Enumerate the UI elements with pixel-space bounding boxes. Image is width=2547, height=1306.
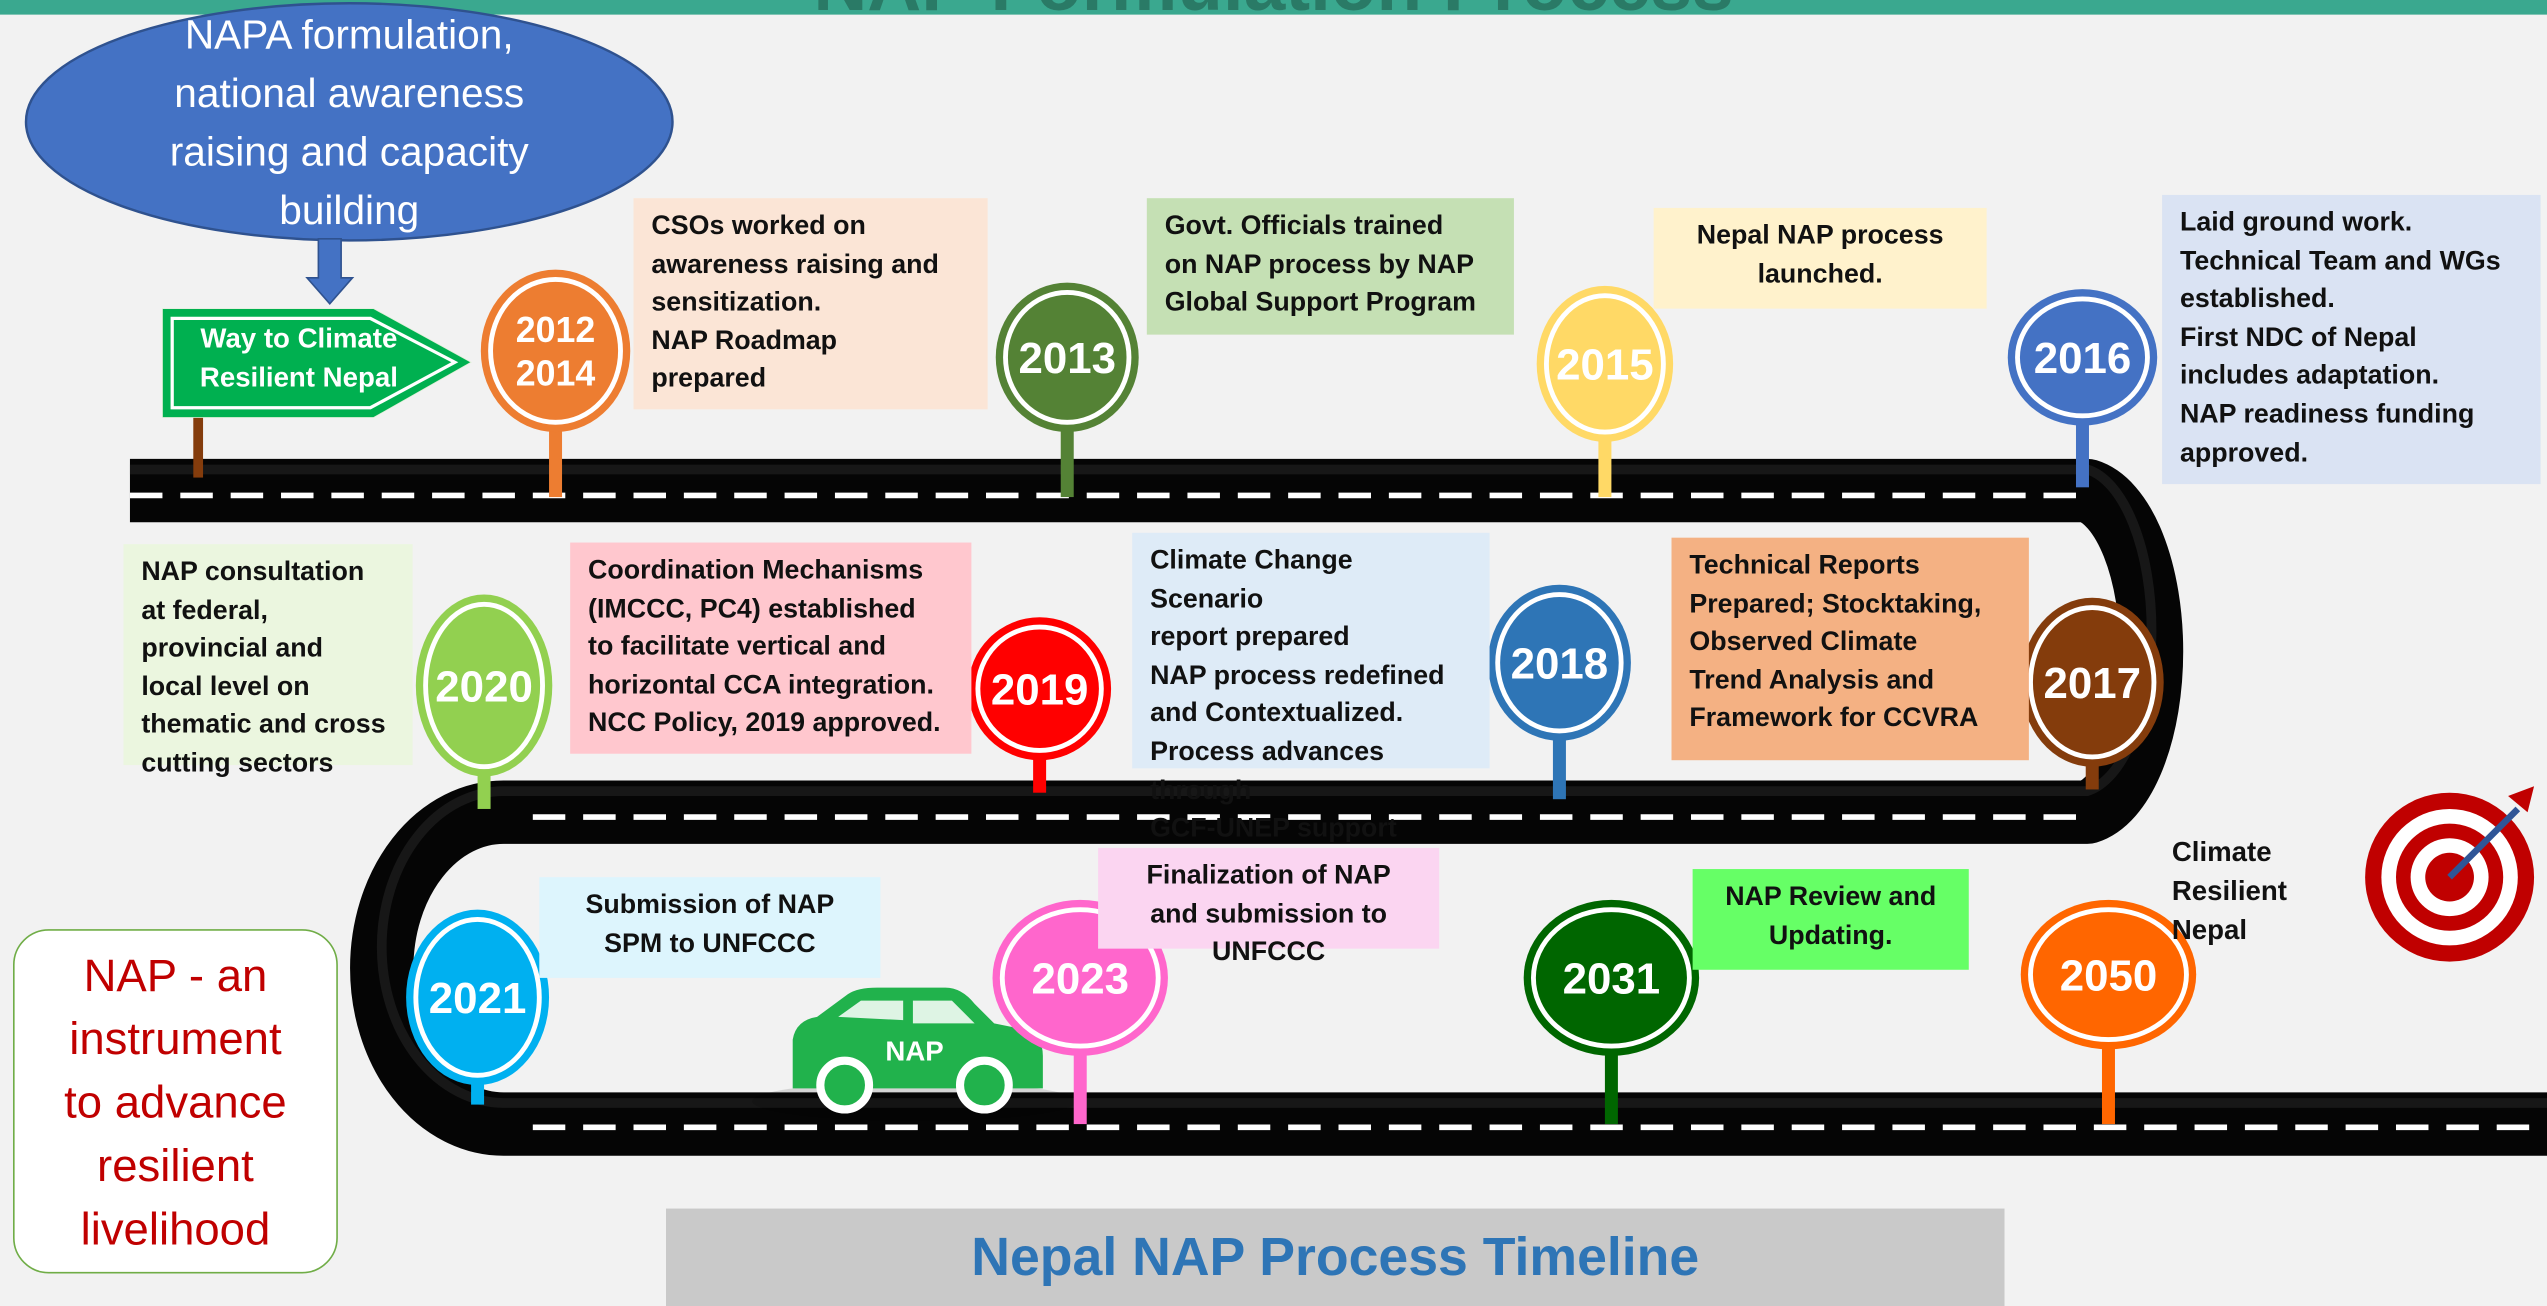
pin-year-label: 2015 [1556,341,1654,390]
pin-year-label: 2020 [435,662,533,711]
pin-year-label: 2021 [429,974,527,1023]
header-bar [0,0,2547,15]
milestone-note: Coordination Mechanisms (IMCCC, PC4) est… [570,542,972,754]
pin-year-label: 2014 [516,354,596,394]
milestone-note: CSOs worked on awareness raising and sen… [633,198,988,410]
target-icon [2365,786,2535,962]
milestone-note: Govt. Officials trained on NAP process b… [1146,198,1514,335]
pin-ring [1495,592,1624,734]
pin-head [1523,899,1700,1056]
pin-head [415,594,553,777]
milestone-pin: 2050 [2020,899,2197,1125]
pin-ring [423,601,545,770]
pin-head [1536,285,1674,442]
nap-car-icon: NAP [752,987,1077,1121]
pin-head [480,269,631,433]
road-sign [162,308,472,478]
milestone-pin: 2013 [995,282,1139,498]
milestone-note: Submission of NAP SPM to UNFCCC [539,877,881,978]
milestone-pin: 2021 [406,909,550,1105]
milestone-pin: 2019 [968,617,1112,793]
milestone-pin: 2015 [1536,285,1674,498]
pin-head [406,909,550,1086]
milestone-pin: 2018 [1487,584,1631,800]
pin-year-label: 2012 [516,310,595,350]
milestone-note: NAP consultation at federal, provincial … [123,544,413,778]
pin-year-label: 2019 [991,666,1089,715]
milestone-pin: 2017 [2020,597,2164,790]
pin-head [968,617,1112,761]
napa-bubble [24,2,674,305]
napa-label: NAPA formulation, national awareness rai… [169,12,529,234]
pin-head [2007,289,2158,426]
winding-road [129,458,2547,1156]
milestone-note: Climate Change Scenario report prepared … [1132,532,1490,843]
pin-ring [999,907,1161,1049]
pin-ring [975,624,1104,753]
down-arrow-icon [305,237,355,305]
milestone-note: Nepal NAP process launched. [1653,207,1987,309]
pin-head [1487,584,1631,741]
pin-head [2020,899,2197,1050]
milestone-pin: 2016 [2007,289,2158,488]
milestone-note: Laid ground work. Technical Team and WGs… [2162,194,2541,485]
car-label: NAP [885,1036,943,1067]
milestone-note: Technical Reports Prepared; Stocktaking,… [1671,537,2029,761]
pin-ring [2015,296,2150,419]
milestone-pin: 2020 [415,594,553,809]
pin-year-label: 2031 [1563,955,1661,1004]
pin-head [995,282,1139,433]
milestone-pin: 2031 [1523,899,1700,1125]
pin-year-label: 2017 [2043,659,2141,708]
pin-ring [2028,605,2157,760]
pin-year-label: 2050 [2060,951,2158,1000]
pin-ring [1543,293,1666,435]
timeline-caption: Nepal NAP Process Timeline [971,1226,1700,1287]
pin-year-label: 2023 [1031,955,1129,1004]
pin-ring [2028,907,2189,1043]
pin-year-label: 2016 [2034,334,2132,383]
header-title: NAP Formulation Process [813,0,1733,26]
pin-year-label: 2013 [1018,334,1116,383]
milestone-note: NAP Review and Updating. [1692,869,1969,970]
pin-head [2020,597,2164,767]
road-sign-label: Way to Climate Resilient Nepal [199,323,398,394]
pin-ring [1003,289,1132,425]
end-goal-label: Climate Resilient Nepal [2171,836,2287,946]
pin-ring [1530,907,1692,1049]
pin-year-label: 2018 [1511,640,1609,689]
nap-instrument-box: NAP - an instrument to advance resilient… [12,929,338,1274]
milestone-note: Finalization of NAP and submission to UN… [1098,847,1440,967]
pin-ring [413,916,542,1078]
pin-ring [488,276,623,425]
